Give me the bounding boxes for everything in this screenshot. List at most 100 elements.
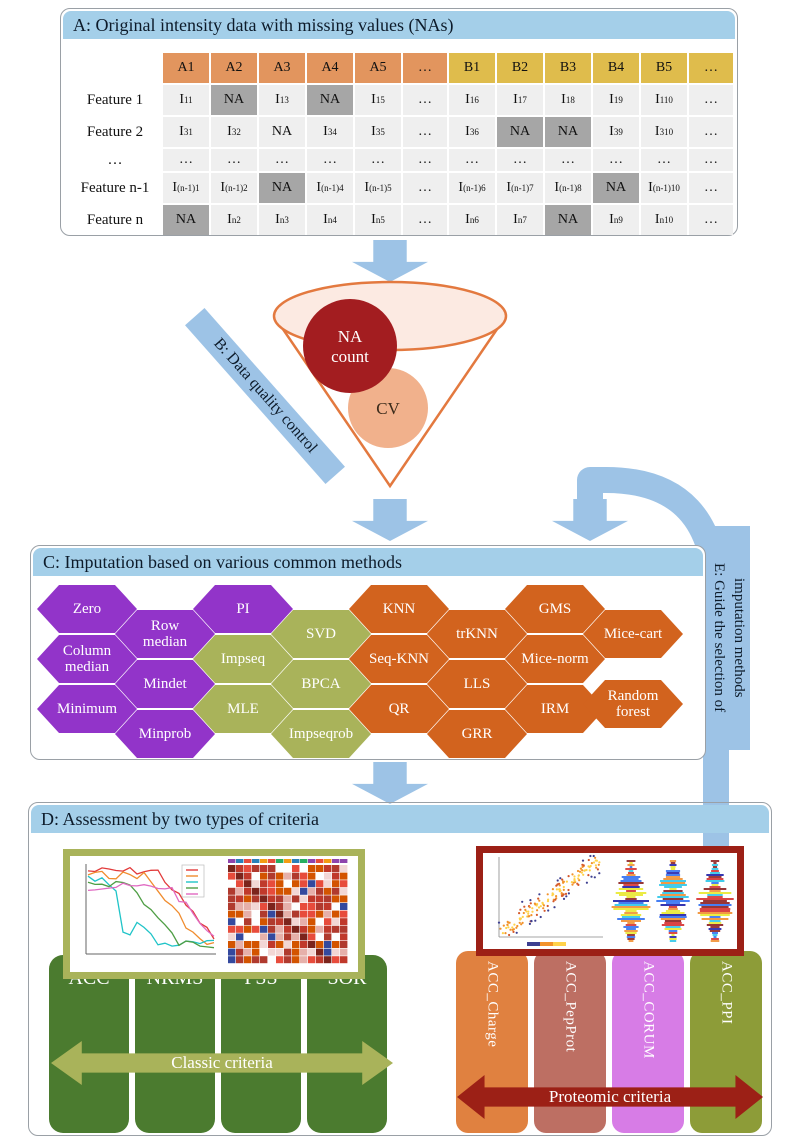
classic-criteria-label: Classic criteria — [171, 1053, 273, 1072]
method-hexagon-column-median: Column median — [37, 635, 137, 683]
table-col-header: … — [689, 53, 733, 83]
method-hexagon-grr: GRR — [427, 710, 527, 758]
proteomic-label: ACC_PepProt — [562, 961, 579, 1053]
method-label: Minimum — [56, 701, 117, 717]
table-col-header: B4 — [593, 53, 639, 83]
method-label: BPCA — [301, 676, 341, 692]
panel-a: A: Original intensity data with missing … — [60, 8, 738, 236]
method-label: Mindet — [143, 676, 187, 692]
method-hexagon-row-median: Row median — [115, 610, 215, 658]
method-label: Minprob — [138, 726, 192, 742]
na-cell: NA — [163, 205, 209, 235]
table-col-header: … — [403, 53, 447, 83]
dots-cell: … — [307, 149, 353, 171]
dots-cell: … — [403, 149, 447, 171]
table-corner-cell — [69, 53, 161, 83]
method-label: PI — [236, 601, 250, 617]
method-hexagon-impseq: Impseq — [193, 635, 293, 683]
table-col-header: B1 — [449, 53, 495, 83]
method-label: Column median — [62, 643, 112, 675]
na-cell: NA — [211, 85, 257, 115]
method-hexagon-minprob: Minprob — [115, 710, 215, 758]
dots-cell: … — [641, 149, 687, 171]
na-cell: NA — [593, 173, 639, 203]
dots-cell: … — [259, 149, 305, 171]
method-hexagon-bpca: BPCA — [271, 660, 371, 708]
table-col-header: B3 — [545, 53, 591, 83]
feature-row-label: Feature 2 — [86, 123, 144, 140]
na-cell: NA — [545, 117, 591, 147]
table-col-header: B5 — [641, 53, 687, 83]
panel-d: D: Assessment by two types of criteria A… — [28, 802, 772, 1136]
method-label: trKNN — [456, 626, 498, 642]
na-circle-text-1: NA — [338, 327, 363, 346]
table-col-header: B2 — [497, 53, 543, 83]
feature-row-label: Feature n-1 — [80, 179, 150, 196]
method-hexagon-random-forest: Random forest — [583, 680, 683, 728]
method-label: GRR — [461, 726, 493, 742]
dots-cell: … — [403, 205, 447, 235]
correlation-heatmap-thumbnail — [228, 859, 348, 964]
intensity-cell: I(n-1)6 — [449, 173, 495, 203]
na-cell: NA — [259, 173, 305, 203]
flow-arrow-c-to-d — [352, 762, 428, 804]
dots-cell: … — [403, 85, 447, 115]
panel-d-title: D: Assessment by two types of criteria — [41, 808, 319, 829]
dots-cell: … — [497, 149, 543, 171]
method-hexagon-pi: PI — [193, 585, 293, 633]
method-hexagon-zero: Zero — [37, 585, 137, 633]
method-label: KNN — [382, 601, 416, 617]
intensity-cell: I(n-1)7 — [497, 173, 543, 203]
feature-row-label: Feature 1 — [86, 91, 144, 108]
dots-cell: … — [689, 173, 733, 203]
method-hexagon-impseqrob: Impseqrob — [271, 710, 371, 758]
intensity-cell: I(n-1)1 — [163, 173, 209, 203]
intensity-cell: I(n-1)2 — [211, 173, 257, 203]
method-label: Impseq — [220, 651, 266, 667]
panel-c-title: C: Imputation based on various common me… — [43, 551, 402, 572]
na-cell: NA — [545, 205, 591, 235]
method-label: SVD — [305, 626, 336, 642]
method-hexagon-minimum: Minimum — [37, 685, 137, 733]
intensity-cell: I(n-1)8 — [545, 173, 591, 203]
dots-cell: … — [689, 117, 733, 147]
method-hexagon-knn: KNN — [349, 585, 449, 633]
method-hexagon-mindet: Mindet — [115, 660, 215, 708]
panel-d-header: D: Assessment by two types of criteria — [31, 805, 769, 833]
panel-c: C: Imputation based on various common me… — [30, 545, 706, 760]
classic-bars: ACCNRMSPSSSOR — [29, 803, 771, 1135]
intensity-cell: I(n-1)10 — [641, 173, 687, 203]
intensity-cell: I(n-1)4 — [307, 173, 353, 203]
method-hexagon-mice-norm: Mice-norm — [505, 635, 605, 683]
method-hexagon-seq-knn: Seq-KNN — [349, 635, 449, 683]
dots-cell: … — [163, 149, 209, 171]
method-label: Seq-KNN — [369, 651, 429, 667]
panel-c-header: C: Imputation based on various common me… — [33, 548, 703, 576]
method-hexagon-trknn: trKNN — [427, 610, 527, 658]
table-col-header: A2 — [211, 53, 257, 83]
table-col-header: A1 — [163, 53, 209, 83]
method-label: Impseqrob — [288, 726, 354, 742]
proteomic-label: ACC_PPI — [718, 961, 735, 1025]
proteomic-plots-box — [476, 846, 744, 956]
dots-cell: … — [593, 149, 639, 171]
dots-cell: … — [449, 149, 495, 171]
